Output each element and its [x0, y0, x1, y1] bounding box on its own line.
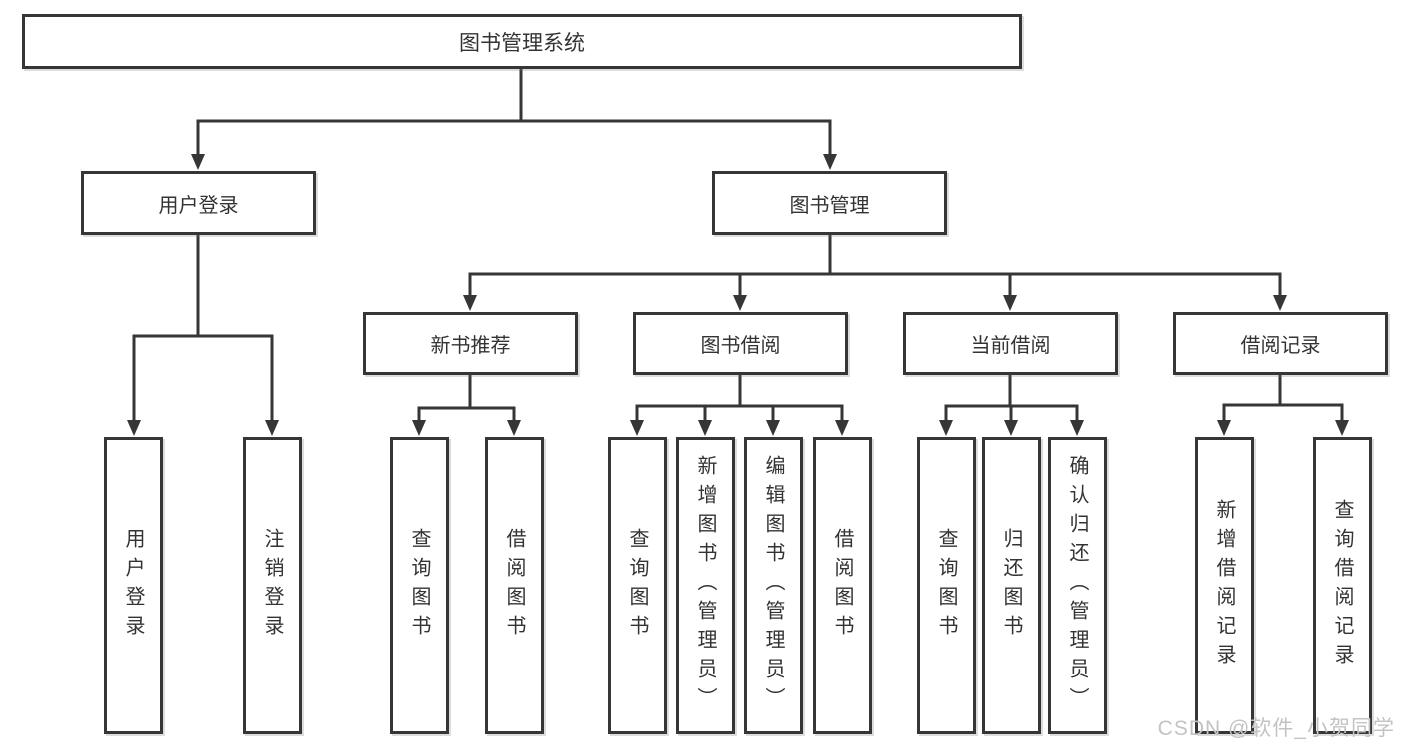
node-borrow-records: 借阅记录 [1173, 312, 1388, 375]
leaf-add-books-admin-label: 新增图书（管理员） [694, 455, 716, 716]
leaf-query-books-borrow-label: 查询图书 [626, 527, 648, 644]
leaf-user-login-label: 用户登录 [122, 527, 144, 644]
leaf-query-borrow-record-label: 查询借阅记录 [1331, 498, 1353, 673]
node-new-book-recommend: 新书推荐 [363, 312, 578, 375]
leaf-confirm-return-admin-label: 确认归还（管理员） [1066, 455, 1088, 716]
leaf-borrow-books-recommend-label: 借阅图书 [503, 527, 525, 644]
node-book-borrow-label: 图书借阅 [700, 335, 781, 357]
leaf-add-books-admin: 新增图书（管理员） [676, 437, 735, 734]
leaf-return-books: 归还图书 [982, 437, 1041, 734]
connector-current-borrow-children [944, 373, 1079, 428]
connector-root-to-level2 [196, 66, 832, 162]
leaf-borrow-books: 借阅图书 [813, 437, 872, 734]
node-user-login-label: 用户登录 [158, 194, 239, 217]
leaf-confirm-return-admin: 确认归还（管理员） [1048, 437, 1107, 734]
arrowheads [127, 154, 1349, 436]
leaf-return-books-label: 归还图书 [1000, 527, 1022, 644]
node-book-management: 图书管理 [712, 171, 947, 235]
node-user-login: 用户登录 [81, 171, 316, 235]
leaf-user-login: 用户登录 [104, 437, 163, 734]
connector-book-mgmt-children [468, 233, 1282, 304]
leaf-edit-books-admin: 编辑图书（管理员） [744, 437, 803, 734]
leaf-add-borrow-record: 新增借阅记录 [1195, 437, 1254, 734]
leaf-query-books-borrow: 查询图书 [608, 437, 667, 734]
connector-new-book-children [417, 373, 516, 428]
leaf-query-books-recommend-label: 查询图书 [408, 527, 430, 644]
node-new-book-recommend-label: 新书推荐 [430, 335, 511, 357]
leaf-borrow-books-recommend: 借阅图书 [485, 437, 544, 734]
node-borrow-records-label: 借阅记录 [1240, 335, 1321, 357]
leaf-query-borrow-record: 查询借阅记录 [1313, 437, 1372, 734]
node-current-borrow: 当前借阅 [903, 312, 1118, 375]
node-library-management-system-label: 图书管理系统 [459, 31, 585, 55]
leaf-add-borrow-record-label: 新增借阅记录 [1213, 498, 1235, 673]
leaf-query-books-current: 查询图书 [917, 437, 976, 734]
leaf-borrow-books-label: 借阅图书 [831, 527, 853, 644]
leaf-query-books-recommend: 查询图书 [390, 437, 449, 734]
node-book-borrow: 图书借阅 [633, 312, 848, 375]
node-current-borrow-label: 当前借阅 [970, 335, 1051, 357]
leaf-edit-books-admin-label: 编辑图书（管理员） [762, 455, 784, 716]
leaf-query-books-current-label: 查询图书 [935, 527, 957, 644]
node-book-management-label: 图书管理 [789, 194, 870, 217]
leaf-logout: 注销登录 [243, 437, 302, 734]
node-library-management-system: 图书管理系统 [22, 14, 1022, 69]
connector-user-login-children [132, 233, 274, 428]
csdn-watermark: CSDN @软件_小贺同学 [1157, 717, 1395, 740]
connector-book-borrow-children [635, 373, 844, 428]
connector-borrow-records-children [1222, 373, 1344, 428]
leaf-logout-label: 注销登录 [261, 527, 283, 644]
